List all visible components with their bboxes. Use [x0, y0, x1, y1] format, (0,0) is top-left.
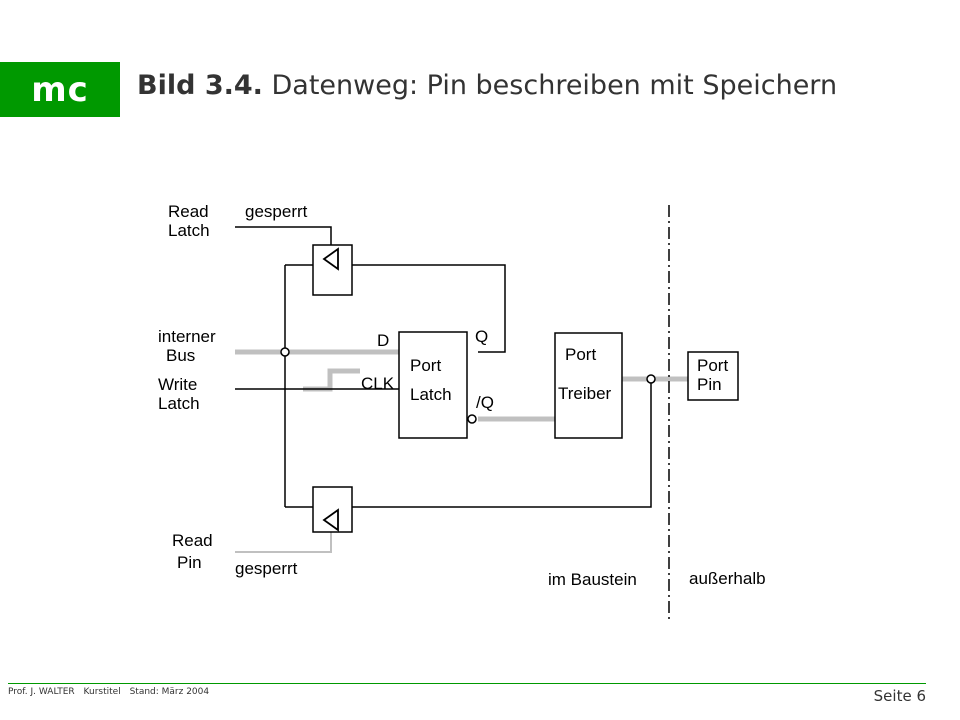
write-latch-label-2: Latch [158, 394, 200, 413]
read-pin-buffer [312, 486, 353, 533]
port-treiber-block [554, 332, 623, 439]
ausserhalb-label: außerhalb [689, 569, 766, 588]
footer-divider [8, 683, 926, 684]
port-pin-label-2: Pin [697, 375, 722, 394]
pin-junction [646, 374, 656, 384]
pin-feedback-wire [352, 379, 652, 508]
wires [235, 205, 670, 622]
write-latch-clk-path [303, 368, 360, 392]
page-title: Bild 3.4. Datenweg: Pin beschreiben mit … [137, 70, 837, 101]
port-treiber-label-1: Port [565, 345, 596, 364]
read-latch-enable-wire [235, 226, 332, 245]
port-latch-label-1: Port [410, 356, 441, 375]
write-latch-label-1: Write [158, 375, 197, 394]
junctions [280, 347, 656, 424]
footer-author: Prof. J. WALTER [8, 687, 75, 697]
port-pin-block [687, 351, 739, 401]
q-feedback-wire [352, 264, 506, 353]
buffer-symbols [322, 247, 339, 532]
latch-clk-label: CLK [361, 374, 395, 393]
latch-d-label: D [377, 331, 389, 350]
footer-info: Prof. J. WALTER Kurstitel Stand: März 20… [8, 687, 215, 697]
port-pin-label-1: Port [697, 356, 728, 375]
interner-bus-label-1: interner [158, 327, 216, 346]
gesperrt-top-label: gesperrt [245, 202, 308, 221]
latch-q-label: Q [475, 327, 488, 346]
nq-inversion-bubble [467, 414, 477, 424]
gesperrt-bottom-label: gesperrt [235, 559, 298, 578]
blocks [312, 244, 739, 533]
page-number: Seite 6 [873, 687, 926, 705]
read-pin-enable-path [235, 532, 332, 553]
read-latch-label-2: Latch [168, 221, 210, 240]
title-text: Datenweg: Pin beschreiben mit Speichern [271, 70, 838, 101]
read-latch-buffer-triangle [322, 247, 339, 271]
interner-bus-label-2: Bus [166, 346, 195, 365]
read-pin-label-2: Pin [177, 553, 202, 572]
read-pin-buffer-triangle [322, 508, 339, 532]
title-number: Bild 3.4. [137, 70, 263, 101]
footer-date: Stand: März 2004 [129, 687, 210, 697]
port-latch-label-2: Latch [410, 385, 452, 404]
footer-course: Kurstitel [83, 687, 121, 697]
im-baustein-label: im Baustein [548, 570, 637, 589]
bus-junction [280, 347, 290, 357]
port-treiber-label-2: Treiber [558, 384, 612, 403]
logo: mc [0, 62, 120, 117]
grey-thin-paths [235, 532, 332, 553]
read-latch-label-1: Read [168, 202, 209, 221]
read-pin-label-1: Read [172, 531, 213, 550]
read-latch-buffer [312, 244, 353, 296]
port-latch-block [398, 331, 468, 439]
latch-nq-label: /Q [476, 393, 494, 412]
